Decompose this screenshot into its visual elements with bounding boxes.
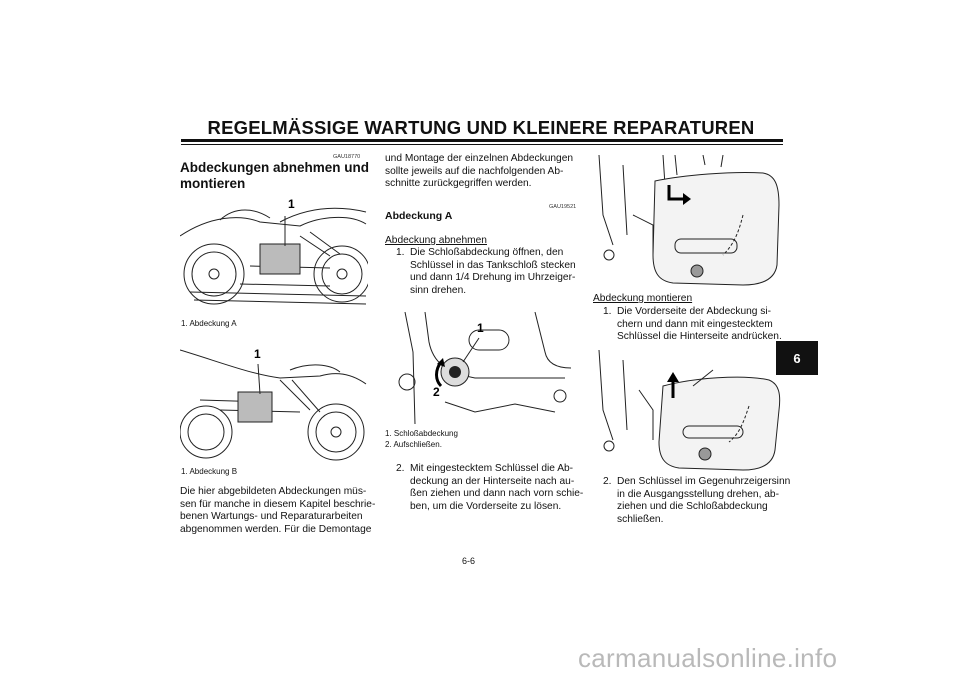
text-line: abgenommen werden. Für die Demontage bbox=[180, 523, 372, 535]
page-number: 6-6 bbox=[462, 556, 476, 566]
cover-figure-install bbox=[598, 350, 781, 471]
text-line: Die Schloßabdeckung öffnen, den bbox=[410, 247, 564, 258]
text-line: deckung an der Hinterseite nach au- bbox=[410, 475, 575, 487]
text-line: Schlüssel die Hinterseite andrücken. bbox=[617, 331, 782, 343]
figure-captions: 1. Schloßabdeckung 2. Aufschließen. bbox=[385, 428, 458, 450]
figure-callout: 1 bbox=[288, 197, 295, 211]
cover-figure-remove bbox=[598, 155, 780, 286]
figure-caption: 1. Abdeckung A bbox=[181, 319, 237, 328]
page-header-title: REGELMÄSSIGE WARTUNG UND KLEINERE REPARA… bbox=[207, 117, 755, 138]
step-number: 2. bbox=[396, 463, 405, 474]
text-line: benen Wartungs- und Reparaturarbeiten bbox=[180, 511, 363, 523]
text-line: und dann 1/4 Drehung im Uhrzeiger- bbox=[410, 272, 576, 284]
header-rule-thick bbox=[181, 139, 783, 142]
section-title-line: montieren bbox=[180, 176, 246, 191]
step-1: 1. Die Schloßabdeckung öffnen, den Schlü… bbox=[396, 247, 586, 297]
left-body-text: Die hier abgebildeten Abdeckungen müs- s… bbox=[180, 486, 375, 536]
figure-callout: 1 bbox=[477, 321, 484, 335]
text-line: ßen ziehen und dann nach vorn schie- bbox=[410, 488, 584, 500]
text-line: sen für manche in diesem Kapitel beschri… bbox=[180, 498, 376, 510]
text-line: ben, um die Vorderseite zu lösen. bbox=[410, 500, 562, 512]
section-title: Abdeckungen abnehmen und montieren bbox=[180, 160, 369, 192]
text-line: Mit eingestecktem Schlüssel die Ab- bbox=[410, 463, 574, 474]
watermark: carmanualsonline.info bbox=[578, 643, 838, 673]
step-number: 1. bbox=[603, 306, 612, 317]
install-step-1: 1. Die Vorderseite der Abdeckung si- che… bbox=[603, 306, 788, 344]
header-rule-thin bbox=[181, 144, 783, 145]
figure-callout: 2 bbox=[433, 385, 440, 399]
section-code: GAU19521 bbox=[549, 204, 577, 210]
text-line: chern und dann mit eingestecktem bbox=[617, 318, 773, 330]
text-line: Die Vorderseite der Abdeckung si- bbox=[617, 306, 772, 317]
step-2: 2. Mit eingestecktem Schlüssel die Ab- d… bbox=[396, 463, 591, 513]
text-line: schnitte zurückgegriffen werden. bbox=[385, 178, 532, 190]
lock-figure: 1 2 bbox=[398, 312, 572, 424]
figure-caption: 1. Abdeckung B bbox=[181, 467, 238, 476]
chapter-tab: 6 bbox=[776, 341, 818, 375]
text-line: sinn drehen. bbox=[410, 284, 467, 296]
text-line: ziehen und die Schloßabdeckung bbox=[617, 501, 768, 513]
text-line: Die hier abgebildeten Abdeckungen müs- bbox=[180, 486, 367, 497]
section-code: GAU18770 bbox=[333, 154, 361, 160]
text-line: Schlüssel in das Tankschloß stecken bbox=[410, 259, 576, 271]
middle-body-text: und Montage der einzelnen Abdeckungen so… bbox=[385, 153, 573, 191]
figure-callout: 1 bbox=[254, 347, 261, 361]
text-line: schließen. bbox=[617, 513, 664, 525]
text-line: und Montage der einzelnen Abdeckungen bbox=[385, 153, 574, 164]
subsection-title: Abdeckung A bbox=[385, 210, 453, 222]
remove-heading: Abdeckung abnehmen bbox=[385, 235, 487, 246]
motorcycle-figure-a: 1 bbox=[180, 197, 368, 305]
text-line: sollte jeweils auf die nachfolgenden Ab- bbox=[385, 165, 564, 177]
install-heading: Abdeckung montieren bbox=[593, 293, 693, 304]
figure-caption: 1. Schloßabdeckung bbox=[385, 429, 458, 438]
install-step-2: 2. Den Schlüssel im Gegenuhrzeigersinn i… bbox=[603, 476, 793, 526]
section-title-line: Abdeckungen abnehmen und bbox=[180, 160, 370, 175]
figure-caption: 2. Aufschließen. bbox=[385, 440, 442, 449]
motorcycle-figure-b: 1 bbox=[180, 347, 367, 461]
text-line: in die Ausgangsstellung drehen, ab- bbox=[617, 488, 779, 500]
step-number: 2. bbox=[603, 476, 612, 487]
step-number: 1. bbox=[396, 247, 405, 258]
text-line: Den Schlüssel im Gegenuhrzeigersinn bbox=[617, 476, 791, 487]
